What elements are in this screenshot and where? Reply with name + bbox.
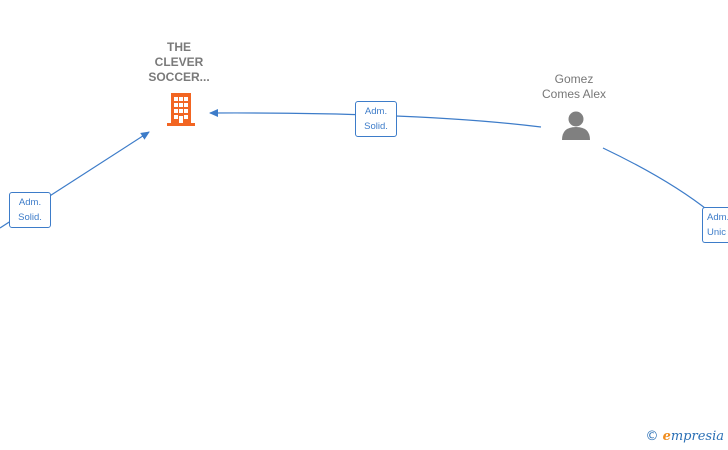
edge-label-line: Adm. [364,106,388,117]
person-name-line: Comes Alex [541,87,607,101]
edge-label-left[interactable]: Adm. Solid. [9,192,51,228]
edge-label-line: Adm. [18,197,42,208]
edge-label-right[interactable]: Adm. Unic [702,207,728,243]
brand-logo-initial: e [662,429,671,444]
edge-label-line: Unic [707,227,727,238]
copyright-symbol: © [645,429,659,444]
edge-label-center[interactable]: Adm. Solid. [355,101,397,137]
brand-logo-text: mpresia [670,429,724,444]
edge-person-to-right [602,147,711,213]
edge-label-line: Solid. [18,212,42,223]
company-name-line: THE [167,40,191,54]
company-name-line: CLEVER [154,55,204,69]
edge-label-line: Adm. [707,212,728,223]
person-icon[interactable] [561,110,591,140]
company-name-line: SOCCER... [148,70,210,84]
company-name[interactable]: THE CLEVER SOCCER... [129,40,229,85]
building-icon[interactable] [165,92,197,126]
edge-label-line: Solid. [364,121,388,132]
person-name[interactable]: Gomez Comes Alex [524,72,624,102]
edge-person-to-company [209,108,542,128]
watermark: © empresia [645,429,724,444]
person-name-line: Gomez [554,72,594,86]
